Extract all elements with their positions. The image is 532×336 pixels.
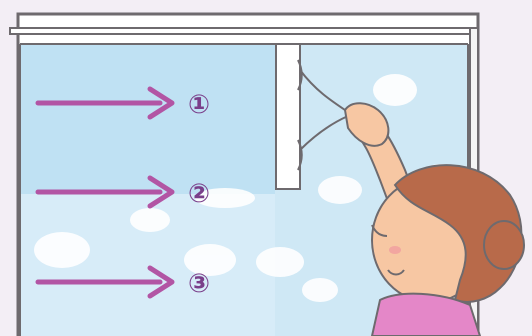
label-2: ② <box>184 179 214 209</box>
label-3: ③ <box>184 269 214 299</box>
label-1: ① <box>184 90 214 120</box>
